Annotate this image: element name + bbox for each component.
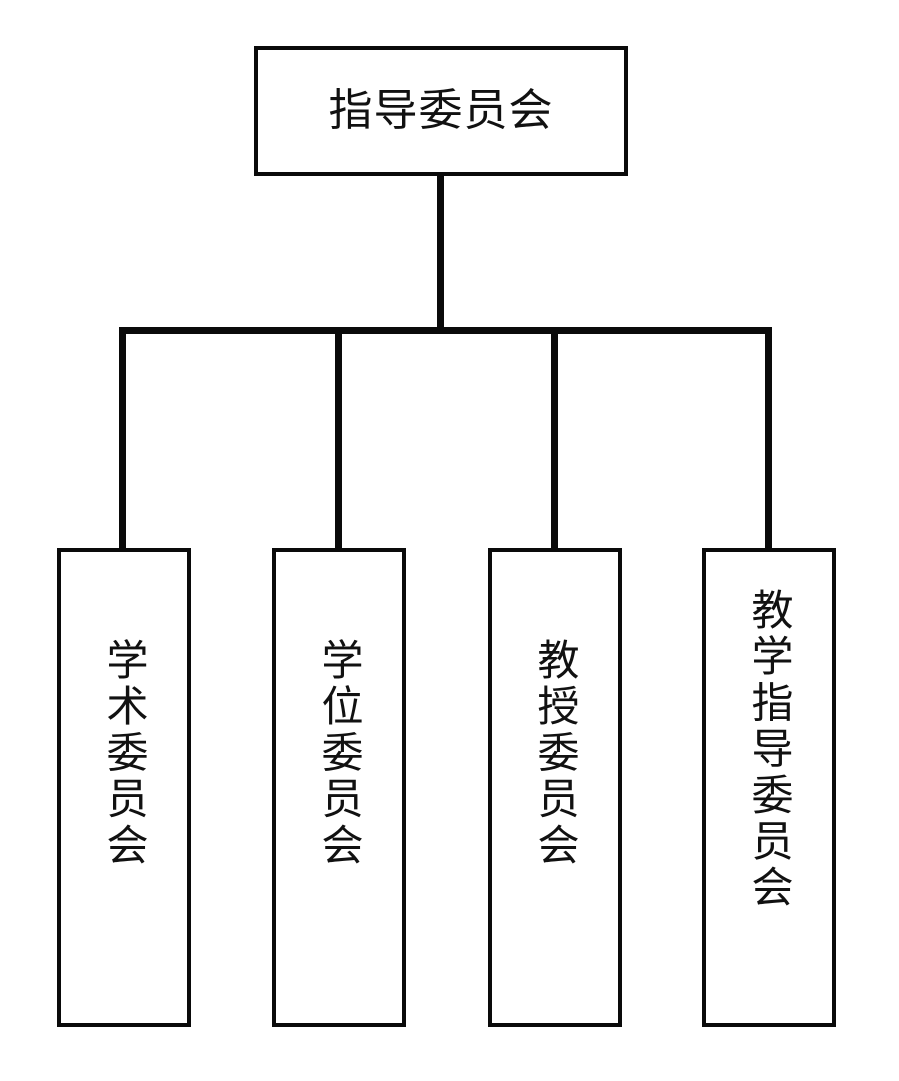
- org-node-label-wrap-2: 学位委员会: [276, 638, 402, 869]
- connector-drop-3: [551, 327, 558, 552]
- connector-drop-4: [765, 327, 772, 552]
- connector-drop-2: [335, 327, 342, 552]
- org-node-root-label: 指导委员会: [328, 84, 554, 136]
- connector-drop-1: [119, 327, 126, 552]
- org-node-label-wrap-4: 教学指导委员会: [706, 588, 832, 911]
- org-node-root[interactable]: 指导委员会: [254, 46, 628, 176]
- org-node-child-3-label: 教授委员会: [530, 638, 580, 869]
- org-node-degree-committee[interactable]: 学位委员会: [272, 548, 406, 1027]
- connector-root-stem: [437, 172, 444, 334]
- org-node-child-1-label: 学术委员会: [99, 638, 149, 869]
- org-node-label-wrap-3: 教授委员会: [492, 638, 618, 869]
- org-node-professors-committee[interactable]: 教授委员会: [488, 548, 622, 1027]
- org-node-teaching-guidance-committee[interactable]: 教学指导委员会: [702, 548, 836, 1027]
- org-node-child-4-label: 教学指导委员会: [744, 588, 794, 912]
- connector-horizontal-bus: [119, 327, 772, 334]
- org-node-academic-committee[interactable]: 学术委员会: [57, 548, 191, 1027]
- org-node-child-2-label: 学位委员会: [314, 638, 364, 869]
- org-node-label-wrap-1: 学术委员会: [61, 638, 187, 869]
